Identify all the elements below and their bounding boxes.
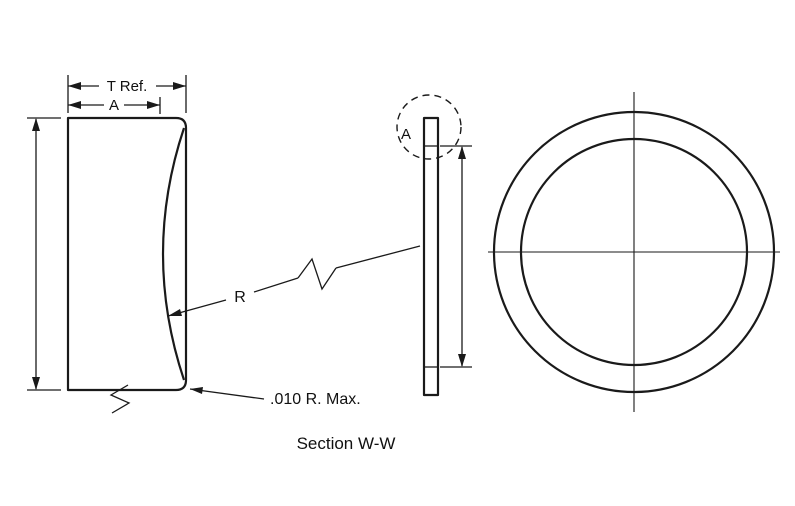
- arrowhead-right: [147, 101, 160, 109]
- a-dimension-label: A: [109, 97, 119, 114]
- arrowhead-bottom: [32, 377, 40, 390]
- note-leader: [189, 388, 265, 400]
- r-label: R: [234, 289, 246, 306]
- arrowhead-left: [68, 82, 81, 90]
- arrowhead-left: [68, 101, 81, 109]
- detail-a-label: A: [401, 126, 411, 143]
- concave-surface-arc: [161, 127, 186, 381]
- arrowhead-bottom: [458, 354, 466, 367]
- inner-height-dimension: [440, 145, 472, 368]
- radius-note: .010 R. Max.: [189, 387, 361, 408]
- leader-segment-3: [335, 245, 421, 269]
- detail-callout: A: [396, 94, 462, 160]
- arrowhead-radius: [168, 309, 182, 316]
- leader-segment-1: [167, 299, 227, 317]
- section-outline: [66, 116, 188, 392]
- t-ref-label: T Ref.: [107, 78, 148, 95]
- arrowhead-top: [32, 118, 40, 131]
- leader-segment-2: [253, 277, 299, 293]
- height-dimension: [27, 117, 61, 391]
- arrowhead-top: [458, 146, 466, 159]
- leader-break-zigzag: [297, 257, 337, 291]
- arrowhead-right: [173, 82, 186, 90]
- section-caption: Section W-W: [297, 434, 396, 453]
- side-view: A: [396, 94, 472, 397]
- side-view-outline: [422, 116, 440, 397]
- a-dimension: A: [68, 97, 161, 114]
- detail-circle: [396, 94, 462, 160]
- face-view: [488, 92, 780, 412]
- section-view: T Ref. A R: [27, 75, 421, 414]
- t-ref-dimension: T Ref.: [67, 75, 187, 113]
- radius-note-label: .010 R. Max.: [270, 391, 361, 408]
- radius-leader: R: [167, 245, 421, 317]
- bottom-break-line: [109, 384, 131, 414]
